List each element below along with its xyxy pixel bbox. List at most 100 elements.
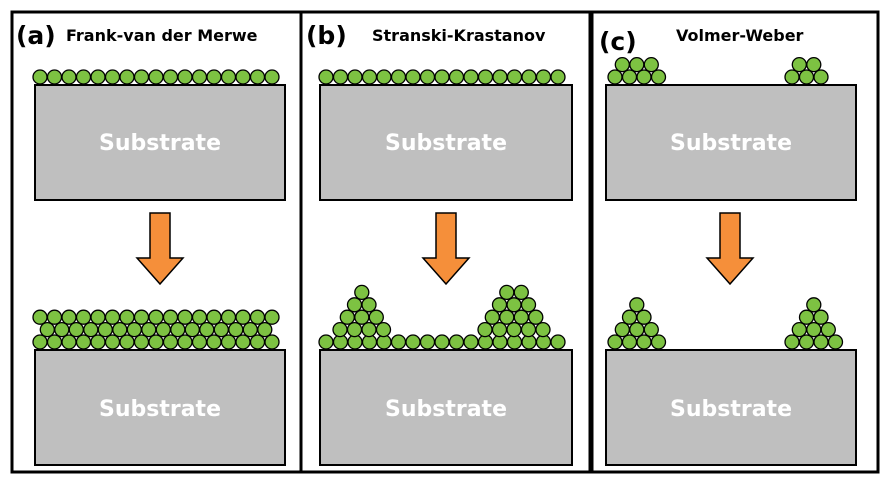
atom-fvdm-after	[54, 321, 70, 338]
panel-title-b: Stranski-Krastanov	[372, 26, 546, 45]
atom-fvdm-after	[75, 334, 92, 350]
atom-vw-after	[813, 309, 829, 325]
atom-sk-before	[448, 69, 465, 85]
atom-fvdm-before	[191, 69, 208, 85]
substrate-b-top	[319, 84, 573, 201]
atom-fvdm-after	[90, 334, 106, 350]
atom-fvdm-after	[199, 321, 215, 338]
atom-fvdm-after	[75, 309, 92, 325]
atom-sk-island	[354, 284, 370, 301]
atom-vw-after	[621, 334, 638, 350]
substrate-label-a-top: Substrate	[99, 131, 221, 156]
atom-sk-after	[419, 334, 436, 350]
atom-sk-after	[318, 334, 334, 350]
atom-fvdm-after	[264, 334, 280, 350]
atom-sk-before	[506, 69, 523, 85]
atom-sk-after	[448, 334, 465, 350]
arrow-c	[705, 212, 755, 286]
atom-fvdm-before	[220, 69, 237, 85]
atom-fvdm-after	[249, 309, 266, 325]
substrate-a-bottom	[34, 349, 286, 466]
atom-sk-island	[513, 284, 529, 301]
atom-fvdm-before	[162, 69, 179, 85]
atom-sk-before	[477, 69, 494, 85]
atom-vw-after	[798, 334, 815, 350]
panel-letter-b: (b)	[306, 21, 347, 50]
atom-sk-island	[520, 321, 537, 338]
substrate-label-b-top: Substrate	[385, 131, 507, 156]
panel-letter-c: (c)	[599, 27, 637, 56]
atom-sk-before	[405, 69, 421, 85]
atom-sk-before	[376, 69, 392, 85]
atom-fvdm-after	[213, 321, 229, 338]
atom-vw-before	[650, 69, 667, 85]
atom-vw-after	[643, 321, 659, 338]
atom-fvdm-after	[141, 321, 157, 338]
atom-fvdm-before	[90, 69, 106, 85]
atom-sk-island	[499, 309, 515, 325]
atom-fvdm-after	[126, 321, 142, 338]
atom-sk-before	[550, 69, 566, 85]
atom-fvdm-before	[177, 69, 193, 85]
atom-vw-before	[629, 56, 645, 73]
atom-sk-after	[434, 334, 450, 350]
atom-fvdm-after	[220, 334, 237, 350]
atom-sk-before	[347, 69, 363, 85]
atom-vw-before	[636, 69, 652, 85]
atom-fvdm-after	[242, 321, 258, 338]
atom-sk-island	[477, 321, 493, 338]
atom-fvdm-after	[228, 321, 244, 338]
atom-fvdm-after	[112, 321, 128, 338]
atom-sk-before	[463, 69, 479, 85]
atom-sk-before	[521, 69, 537, 85]
atom-vw-after	[650, 334, 667, 350]
atom-sk-island	[368, 309, 384, 325]
atom-sk-island	[528, 309, 544, 325]
atom-fvdm-after	[119, 309, 135, 325]
atom-vw-before	[791, 56, 807, 73]
atom-sk-island	[499, 284, 515, 301]
atom-fvdm-after	[170, 321, 186, 338]
atom-sk-island	[346, 297, 363, 313]
atom-layers	[32, 56, 844, 350]
atom-fvdm-after	[104, 334, 121, 350]
atom-fvdm-before	[264, 69, 280, 85]
atom-fvdm-after	[39, 321, 55, 338]
atom-sk-island	[361, 297, 377, 313]
panel-title-a: Frank-van der Merwe	[66, 26, 258, 45]
atom-sk-island	[346, 321, 363, 338]
atom-fvdm-after	[264, 309, 280, 325]
atom-fvdm-before	[235, 69, 251, 85]
atom-sk-island	[491, 321, 508, 338]
atom-vw-after	[806, 297, 822, 313]
panel-letter-a: (a)	[16, 21, 56, 50]
atom-sk-before	[318, 69, 334, 85]
atom-fvdm-after	[119, 334, 135, 350]
atom-vw-after	[784, 334, 800, 350]
atom-fvdm-after	[162, 309, 179, 325]
atom-sk-before	[434, 69, 450, 85]
atom-vw-after	[629, 321, 645, 338]
atom-fvdm-before	[206, 69, 222, 85]
atom-vw-after	[607, 334, 623, 350]
atom-fvdm-after	[104, 309, 121, 325]
atom-fvdm-after	[32, 334, 48, 350]
substrate-b-bottom	[319, 349, 573, 466]
atom-sk-before	[361, 69, 378, 85]
atom-vw-after	[629, 297, 645, 313]
substrate-label-b-bottom: Substrate	[385, 397, 507, 422]
atom-sk-before	[419, 69, 436, 85]
atom-fvdm-before	[148, 69, 164, 85]
atom-vw-after	[806, 321, 822, 338]
atom-sk-island	[375, 321, 392, 338]
atom-fvdm-after	[206, 309, 222, 325]
substrate-c-bottom	[605, 349, 857, 466]
atom-fvdm-after	[257, 321, 273, 338]
atom-sk-island	[484, 309, 500, 325]
atom-fvdm-before	[119, 69, 135, 85]
atom-vw-before	[784, 69, 800, 85]
atom-sk-island	[491, 297, 508, 313]
atom-fvdm-after	[133, 309, 150, 325]
atom-fvdm-after	[249, 334, 266, 350]
